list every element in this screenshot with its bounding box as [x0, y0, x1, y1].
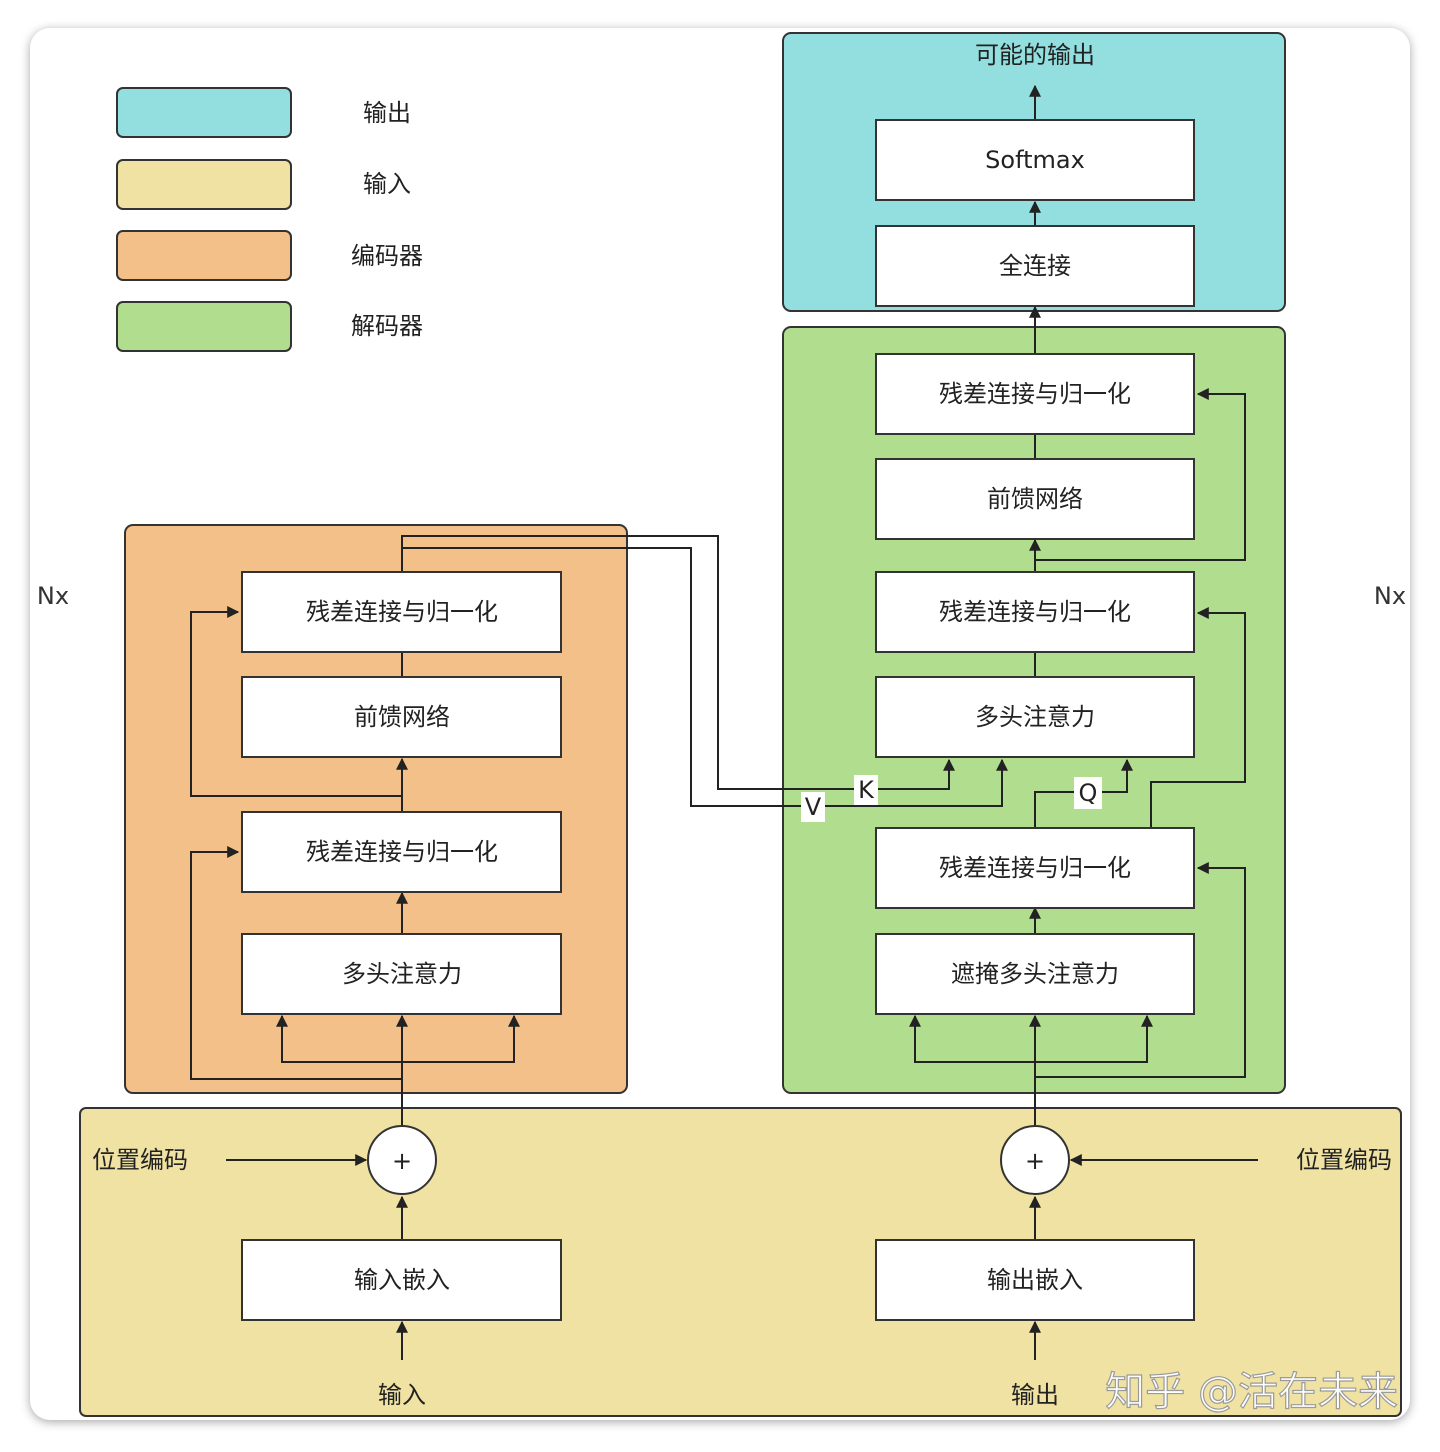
- decoder-add-norm-bottom-label: 残差连接与归一化: [939, 854, 1131, 882]
- output-embedding-box: [875, 1239, 1195, 1321]
- k-label: K: [858, 776, 875, 804]
- connector-lines: [190, 84, 1258, 1360]
- v-label-bg: [801, 792, 825, 822]
- decoder-attention-label: 多头注意力: [975, 703, 1095, 731]
- legend-swatch-decoder: [116, 301, 292, 352]
- q-label: Q: [1079, 779, 1098, 807]
- encoder-attention-box: [241, 933, 562, 1015]
- decoder-add-norm-middle-label: 残差连接与归一化: [939, 598, 1131, 626]
- encoder-repeat-label: Nx: [37, 582, 69, 610]
- legend-label-input: 输入: [363, 170, 411, 198]
- decoder-feed-forward-box: [875, 458, 1195, 540]
- decoder-add-norm-top-label: 残差连接与归一化: [939, 380, 1131, 408]
- right-positional-encoding-label: 位置编码: [1296, 1146, 1392, 1174]
- encoder-add-norm-bottom-box: [241, 811, 562, 893]
- decoder-masked-attention-label: 遮掩多头注意力: [951, 960, 1119, 988]
- decoder-feed-forward-label: 前馈网络: [987, 485, 1083, 513]
- v-label: V: [805, 793, 822, 821]
- q-label-bg: [1074, 777, 1102, 809]
- decoder-plus-circle: [1000, 1125, 1070, 1195]
- fully-connected-box: [875, 225, 1195, 307]
- decoder-attention-box: [875, 676, 1195, 758]
- k-label-bg: [854, 775, 878, 805]
- encoder-plus-symbol: +: [392, 1147, 412, 1175]
- fully-connected-label: 全连接: [999, 252, 1071, 280]
- softmax-box: [875, 119, 1195, 201]
- encoder-add-norm-top-box: [241, 571, 562, 653]
- legend-swatch-output: [116, 87, 292, 138]
- input-label: 输入: [378, 1381, 426, 1409]
- legend-label-decoder: 解码器: [351, 312, 423, 340]
- encoder-feed-forward-label: 前馈网络: [354, 703, 450, 731]
- decoder-add-norm-top-box: [875, 353, 1195, 435]
- encoder-feed-forward-box: [241, 676, 562, 758]
- left-positional-encoding-label: 位置编码: [92, 1146, 188, 1174]
- encoder-add-norm-top-label: 残差连接与归一化: [306, 598, 498, 626]
- encoder-plus-circle: [367, 1125, 437, 1195]
- decoder-add-norm-bottom-box: [875, 827, 1195, 909]
- output-label: 输出: [1011, 1381, 1059, 1409]
- output-embedding-label: 输出嵌入: [987, 1266, 1083, 1294]
- encoder-attention-label: 多头注意力: [342, 960, 462, 988]
- legend-label-encoder: 编码器: [351, 242, 423, 270]
- input-embedding-label: 输入嵌入: [354, 1266, 450, 1294]
- decoder-masked-attention-box: [875, 933, 1195, 1015]
- softmax-label: Softmax: [985, 146, 1085, 174]
- decoder-plus-symbol: +: [1025, 1147, 1045, 1175]
- decoder-repeat-label: Nx: [1374, 582, 1406, 610]
- encoder-add-norm-bottom-label: 残差连接与归一化: [306, 838, 498, 866]
- input-embedding-box: [241, 1239, 562, 1321]
- legend-label-output: 输出: [363, 99, 411, 127]
- decoder-add-norm-middle-box: [875, 571, 1195, 653]
- watermark-text: 知乎 @活在未来: [1105, 1369, 1398, 1415]
- legend-swatch-encoder: [116, 230, 292, 281]
- legend: 输出 输入 编码器 解码器: [116, 87, 423, 352]
- output-title: 可能的输出: [975, 41, 1095, 69]
- legend-swatch-input: [116, 159, 292, 210]
